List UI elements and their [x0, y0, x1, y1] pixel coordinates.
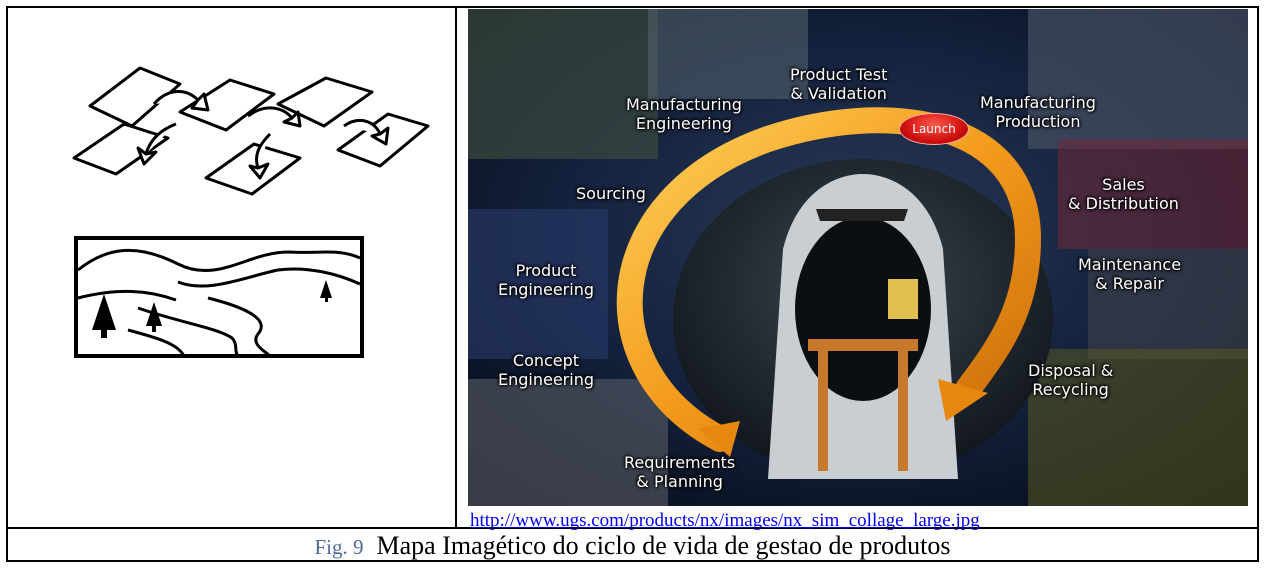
stage-label-manufacturing-production: Manufacturing Production	[980, 93, 1096, 131]
arc-arrowhead-left	[698, 421, 740, 457]
row-divider	[6, 527, 1259, 529]
product-lifecycle-collage: Launch Manufacturing Engineering Product…	[468, 9, 1248, 506]
landscape-sketch	[74, 236, 364, 358]
lifecycle-arc	[616, 107, 1042, 452]
column-divider	[455, 6, 457, 529]
arc-arrowhead-right	[938, 379, 988, 421]
collage-background	[468, 9, 1248, 506]
figure-caption: Fig. 9 Mapa Imagético do ciclo de vida d…	[6, 531, 1259, 562]
stage-label-concept-engineering: Concept Engineering	[498, 351, 594, 389]
stage-label-manufacturing-engineering: Manufacturing Engineering	[626, 95, 742, 133]
stage-label-requirements-planning: Requirements & Planning	[624, 453, 736, 491]
source-url-link[interactable]: http://www.ugs.com/products/nx/images/nx…	[470, 510, 980, 531]
tree-icons	[92, 280, 332, 338]
caption-text: Mapa Imagético do ciclo de vida de gesta…	[376, 531, 951, 560]
stage-label-sales-distribution: Sales & Distribution	[1068, 175, 1179, 213]
stage-label-sourcing: Sourcing	[576, 184, 646, 203]
figure-number: Fig. 9	[314, 535, 364, 559]
sketch-drawings	[72, 66, 430, 358]
stage-label-maintenance-repair: Maintenance & Repair	[1078, 255, 1182, 293]
stage-label-product-test: Product Test & Validation	[790, 65, 888, 103]
stage-label-product-engineering: Product Engineering	[498, 261, 594, 299]
launch-badge: Launch	[899, 113, 969, 145]
stage-label-disposal-recycling: Disposal & Recycling	[1028, 361, 1114, 399]
connected-sheets-sketch	[72, 66, 430, 196]
